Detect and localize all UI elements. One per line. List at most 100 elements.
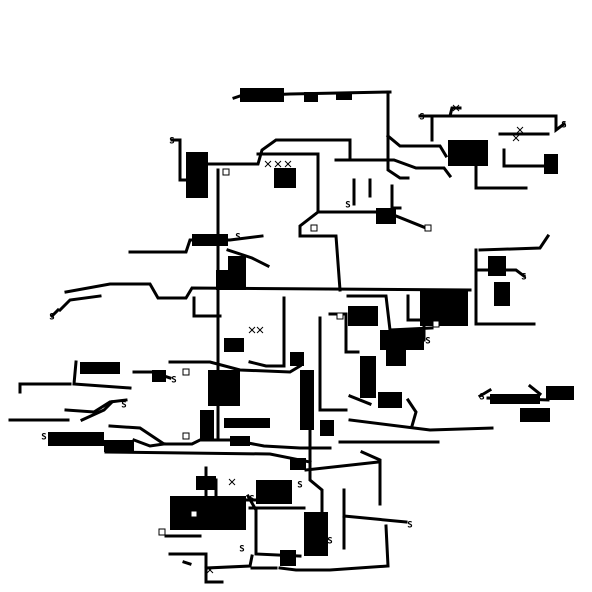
corridor-line: [204, 554, 254, 570]
corridor-line: [390, 184, 402, 210]
wall-block: [304, 512, 328, 556]
wall-block: [304, 92, 318, 102]
corridor-line: [348, 418, 494, 432]
corridor-line: [346, 294, 434, 332]
rubble-stroke: [284, 160, 292, 168]
corridor-line: [477, 387, 493, 399]
wall-block: [186, 152, 208, 198]
stair-marker: S: [49, 313, 54, 323]
corridor-line: [486, 396, 550, 402]
rubble-stroke: [264, 160, 272, 168]
item-tile: [222, 168, 230, 176]
corridor-line: [128, 234, 264, 254]
item-tile: [158, 528, 166, 536]
corridor-line: [245, 493, 302, 558]
corridor-line: [342, 514, 408, 524]
corridor-line: [226, 248, 271, 269]
item-tiles: [158, 168, 440, 536]
rubble-stroke: [202, 510, 210, 518]
corridor-line: [278, 524, 390, 572]
wall-block: [280, 550, 296, 566]
wall-block: [380, 330, 424, 350]
wall-block: [378, 392, 402, 408]
corridors: [8, 90, 567, 584]
corridor-line: [386, 90, 410, 180]
corridor-line: [168, 360, 303, 374]
stair-marker: S: [121, 401, 126, 411]
corridor-line: [385, 133, 449, 159]
corridor-line: [64, 398, 128, 414]
corridor-line: [132, 370, 172, 380]
stair-marker: S: [171, 376, 176, 386]
corridor-line: [502, 148, 550, 168]
stair-marker: S: [297, 481, 302, 491]
corridor-line: [360, 450, 382, 506]
corridor-line: [57, 294, 102, 313]
wall-block: [336, 92, 352, 100]
corridor-line: [318, 316, 348, 412]
corridor-line: [204, 466, 260, 502]
rubble-stroke: [256, 326, 264, 334]
corridor-line: [64, 282, 472, 300]
rubble-stroke: [516, 126, 524, 134]
corridor-line: [248, 296, 286, 368]
corridor-line: [182, 560, 192, 566]
corridor-line: [72, 360, 132, 390]
corridor-line: [405, 397, 418, 428]
rubble-stroke: [248, 326, 256, 334]
wall-block: [216, 270, 246, 290]
corridor-line: [478, 233, 551, 252]
item-tile: [432, 320, 440, 328]
wall-blocks: [48, 88, 574, 566]
stair-marker: S: [521, 273, 526, 283]
stair-marker: S: [425, 337, 430, 347]
corridor-line: [318, 210, 428, 230]
corridor-line: [527, 383, 543, 397]
wall-block: [494, 282, 510, 306]
wall-block: [170, 496, 246, 530]
wall-block: [290, 352, 304, 366]
wall-block: [348, 306, 378, 326]
corridor-line: [308, 428, 324, 550]
corridor-line: [232, 90, 392, 100]
item-tile: [310, 224, 318, 232]
wall-block: [488, 256, 506, 276]
wall-block: [544, 154, 558, 174]
stair-marker: S: [419, 113, 424, 123]
stair-marker: S: [41, 433, 46, 443]
corridor-line: [430, 114, 567, 133]
stair-marker: S: [249, 495, 254, 505]
wall-block: [208, 370, 240, 406]
wall-block: [520, 408, 550, 422]
item-tile: [424, 224, 432, 232]
stair-marker: S: [561, 121, 566, 131]
stair-marker: S: [327, 537, 332, 547]
corridor-line: [348, 394, 372, 406]
wall-block: [104, 440, 134, 452]
rubble-stroke: [228, 478, 236, 486]
item-tile: [336, 312, 344, 320]
corridor-line: [256, 152, 342, 292]
wall-block: [224, 418, 270, 428]
corridor-line: [170, 138, 188, 182]
corridor-line: [334, 158, 453, 179]
rubble-stroke: [452, 104, 460, 112]
corridor-line: [168, 552, 224, 584]
corridor-line: [304, 460, 380, 472]
stair-marker: S: [479, 393, 484, 403]
rubble-stroke: [274, 160, 282, 168]
stair-marker: S: [233, 437, 238, 447]
item-tile: [182, 368, 190, 376]
corridor-line: [406, 294, 426, 342]
wall-block: [386, 350, 406, 366]
corridor-line: [108, 424, 332, 450]
wall-block: [300, 370, 314, 430]
wall-block: [546, 386, 574, 400]
corridor-line: [206, 138, 352, 166]
corridor-line: [474, 148, 528, 190]
stair-marker: S: [169, 137, 174, 147]
corridor-line: [104, 450, 312, 464]
